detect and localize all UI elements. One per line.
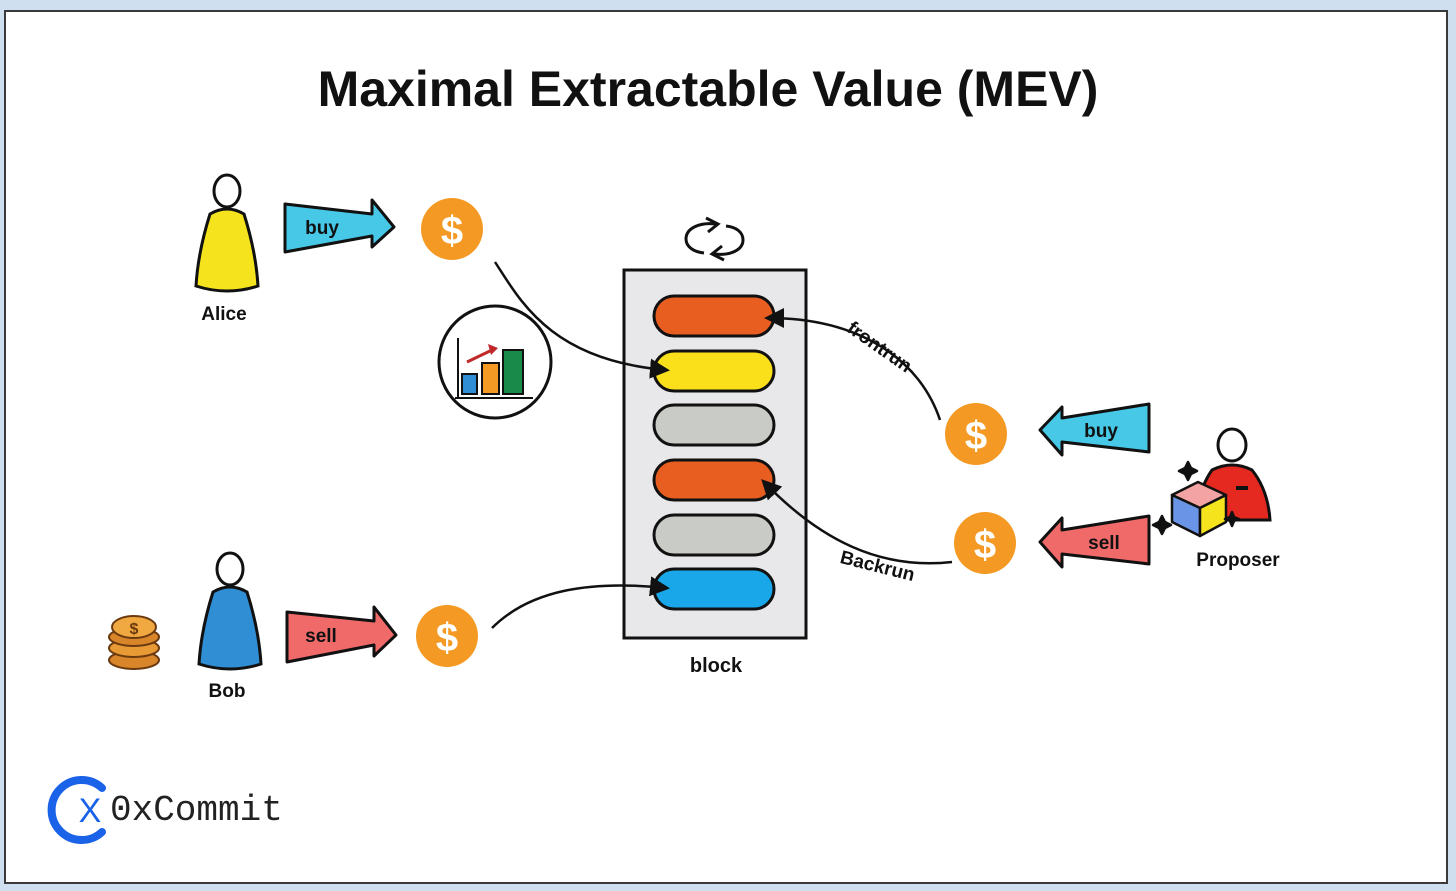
frontrun-label: frontrun: [843, 318, 916, 378]
dollar-icon: $: [974, 523, 996, 567]
block-tx-5: [652, 513, 776, 557]
bob-figure: [197, 551, 263, 671]
block-tx-4: [652, 458, 776, 502]
backrun-coin: $: [954, 512, 1016, 574]
logo-letter: X: [79, 792, 102, 830]
alice-buy-label: buy: [305, 218, 339, 239]
dollar-icon: $: [441, 209, 463, 253]
brand-logo: X 0xCommit: [47, 776, 283, 844]
frontrun-coin: $: [945, 403, 1007, 465]
alice-figure: [194, 173, 260, 293]
bob-sell-label: sell: [305, 626, 337, 647]
block-tx-2: [652, 349, 776, 393]
block-tx-6: [652, 567, 776, 611]
alice-buy-arrow: buy: [283, 198, 396, 254]
backrun-edge: [761, 479, 953, 565]
backrun-label: Backrun: [838, 547, 917, 586]
proposer-buy-label: buy: [1084, 421, 1118, 442]
proposer-label: Proposer: [1196, 550, 1280, 571]
alice-coin: $: [421, 198, 483, 260]
brand-name: 0xCommit: [110, 790, 283, 831]
tx-list: [652, 294, 776, 611]
bob-sell-arrow: sell: [285, 605, 398, 664]
dollar-icon: $: [965, 414, 987, 458]
proposer-buy-arrow: buy: [1038, 402, 1151, 457]
alice-label: Alice: [201, 304, 246, 325]
logo-arc-icon: [47, 776, 106, 844]
proposer-sell-arrow: sell: [1038, 514, 1151, 569]
coin-dollar: $: [130, 621, 139, 638]
bob-tx-edge: [491, 576, 670, 629]
alice-tx-edge: [493, 261, 670, 379]
proposer-sell-label: sell: [1088, 533, 1120, 554]
block-label: block: [690, 655, 743, 677]
dollar-icon: $: [436, 616, 458, 660]
block-tx-3: [652, 403, 776, 447]
bob-label: Bob: [209, 681, 246, 702]
block: [622, 268, 808, 640]
bob-coin: $: [416, 605, 478, 667]
block-tx-1: [652, 294, 776, 338]
refresh-icon: [684, 216, 745, 262]
diagram-title: Maximal Extractable Value (MEV): [318, 61, 1099, 117]
frontrun-edge: [764, 308, 942, 421]
coin-stack-icon: $: [108, 615, 160, 670]
chart-icon: [437, 304, 553, 420]
cube-icon: [1151, 460, 1241, 538]
